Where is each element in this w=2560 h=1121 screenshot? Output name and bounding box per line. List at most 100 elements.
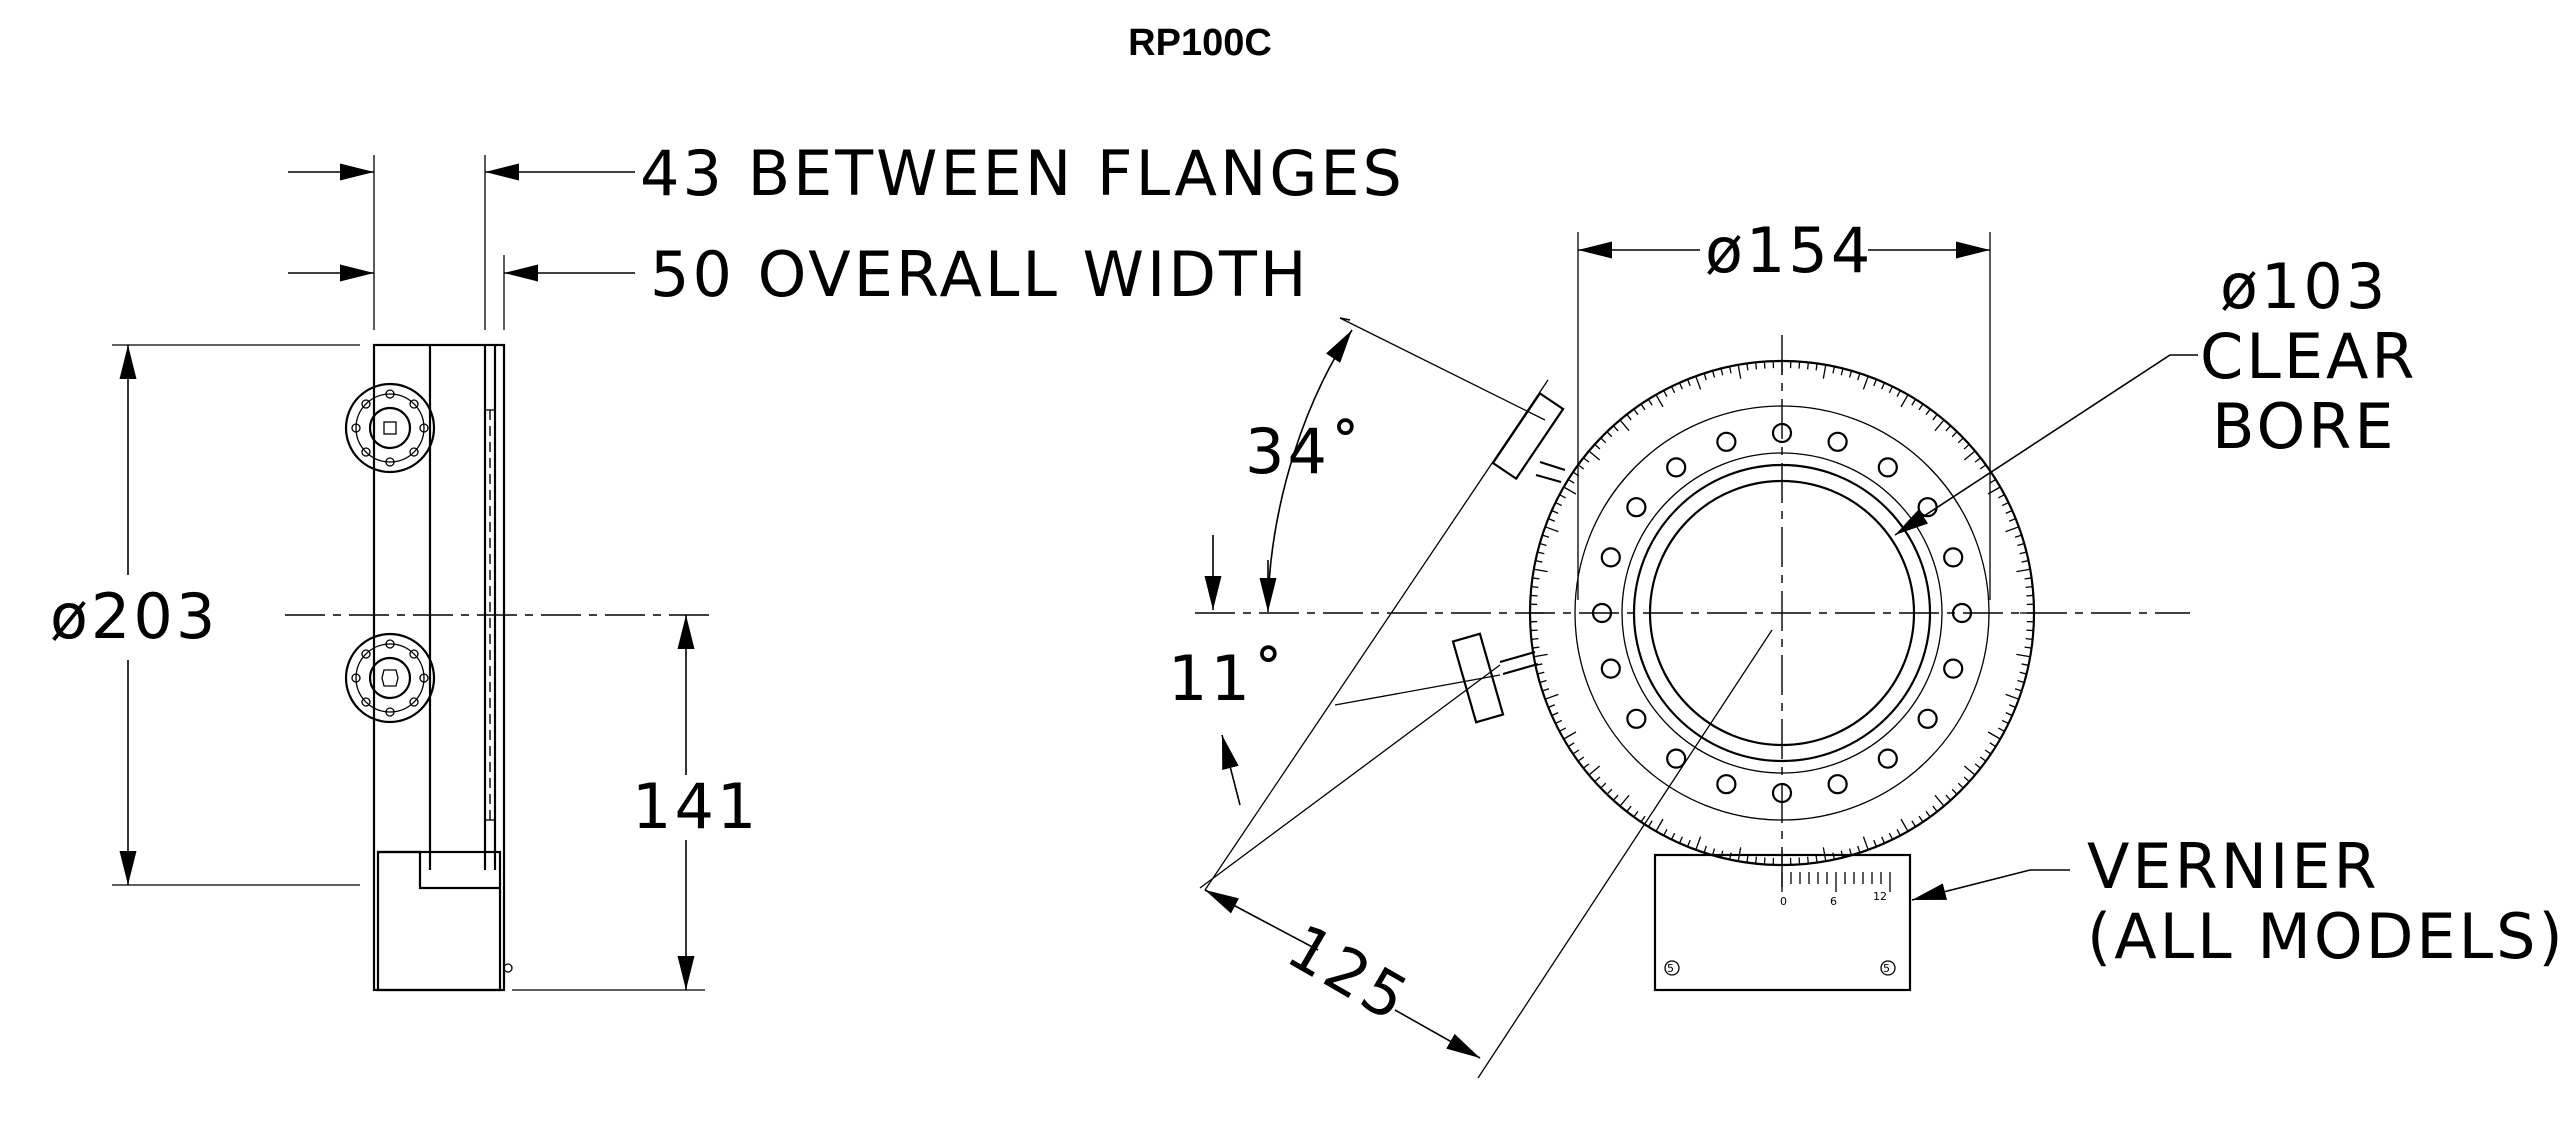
scale-tick [1703,373,1707,381]
scale-tick [1577,464,1585,470]
scale-tick [1606,788,1613,795]
scale-tick [2017,679,2025,684]
scale-tick [1746,363,1749,371]
scale-tick [1896,390,1901,397]
scale-tick [1873,839,1878,847]
scale-tick [1619,794,1630,807]
overall-width-label: 50 OVERALL WIDTH [650,238,1310,311]
scale-tick [1686,379,1691,387]
scale-tick [1822,364,1827,379]
scale-diameter-label: ø154 [1705,214,1873,287]
scale-tick [1600,437,1607,444]
scale-tick [2005,509,2013,514]
scale-tick [1987,731,2001,740]
scale-tick [2005,526,2020,533]
scale-tick [1544,693,1559,700]
scale-tick [1848,370,1853,378]
scale-tick [2014,534,2022,538]
scale-tick [2005,693,2020,700]
bolt-hole [1943,658,1964,679]
scale-tick [1663,390,1668,397]
scale-tick [1857,373,1861,381]
scale-tick [1640,815,1646,823]
scale-tick [1840,850,1844,858]
scale-tick [1567,742,1575,748]
scale-tick [1963,443,1970,450]
scale-tick [1606,431,1613,438]
scale-tick [2021,559,2029,563]
scale-tick [1911,820,1917,828]
scale-tick [2019,671,2027,675]
scale-tick [1551,509,1559,514]
scale-tick [1979,464,1987,470]
scale-tick [1532,646,1540,649]
scale-tick [1911,398,1917,406]
scale-tick [1588,765,1601,776]
scale-tick [1533,568,1548,573]
bore-diameter-label: ø103 [2220,250,2388,323]
scale-tick [1848,848,1853,856]
scale-tick [1535,559,1543,563]
scale-tick [1918,815,1924,823]
scale-tick [1686,839,1691,847]
scale-tick [1655,818,1664,832]
svg-text:5: 5 [1883,962,1890,975]
scale-tick [2019,551,2027,555]
scale-tick [1695,836,1702,851]
scale-tick [1728,852,1732,860]
scale-tick [1588,450,1601,461]
scale-tick [2008,517,2016,522]
scale-tick [1888,386,1894,394]
scale-tick [1934,794,1945,807]
scale-tick [1957,437,1964,444]
scale-tick [1934,419,1945,432]
scale-tick [1832,852,1836,860]
scale-tick [1888,832,1894,840]
scale-tick [1873,379,1878,387]
scale-tick [1612,425,1619,432]
scale-tick [1695,375,1702,390]
scale-tick [1633,408,1639,416]
bore-label: BORE [2212,390,2397,463]
scale-tick [1963,450,1976,461]
scale-tick [1862,375,1869,390]
scale-tick [1539,679,1547,684]
svg-text:6: 6 [1830,895,1837,908]
scale-tick [1640,403,1646,411]
bolt-hole [1600,547,1621,568]
scale-tick [2001,719,2009,725]
bolt-hole [1917,708,1938,729]
scale-tick [2016,568,2031,573]
scale-tick [1626,414,1632,421]
scale-tick [1542,534,1550,538]
center-height-label: 141 [632,770,759,843]
scale-tick [1548,517,1556,522]
scale-tick [1670,832,1676,840]
scale-tick [2005,712,2013,717]
scale-tick [1572,749,1580,755]
scale-tick [1989,478,1997,484]
scale-tick [2001,501,2009,507]
scale-tick [1531,637,1539,640]
scale-tick [1932,805,1938,812]
scale-tick [1548,704,1556,709]
scale-tick [1998,727,2005,732]
scale-tick [1703,845,1707,853]
scale-tick [1551,712,1559,717]
bolt-hole [1600,658,1621,679]
knob-bottom-icon [344,632,436,724]
scale-tick [2025,637,2033,640]
scale-tick [1663,829,1668,836]
scale-tick [1862,836,1869,851]
scale-tick [1989,742,1997,748]
scale-tick [1537,551,1545,555]
scale-tick [2024,577,2032,580]
bolt-hole [1827,431,1848,452]
side-view: 43 BETWEEN FLANGES 50 OVERALL WIDTH ø203… [50,137,1402,992]
bolt-hole-ring [1591,422,1973,804]
scale-tick [1678,382,1683,390]
scale-tick [1647,398,1653,406]
scale-tick [1728,366,1732,374]
bolt-hole [1943,547,1964,568]
